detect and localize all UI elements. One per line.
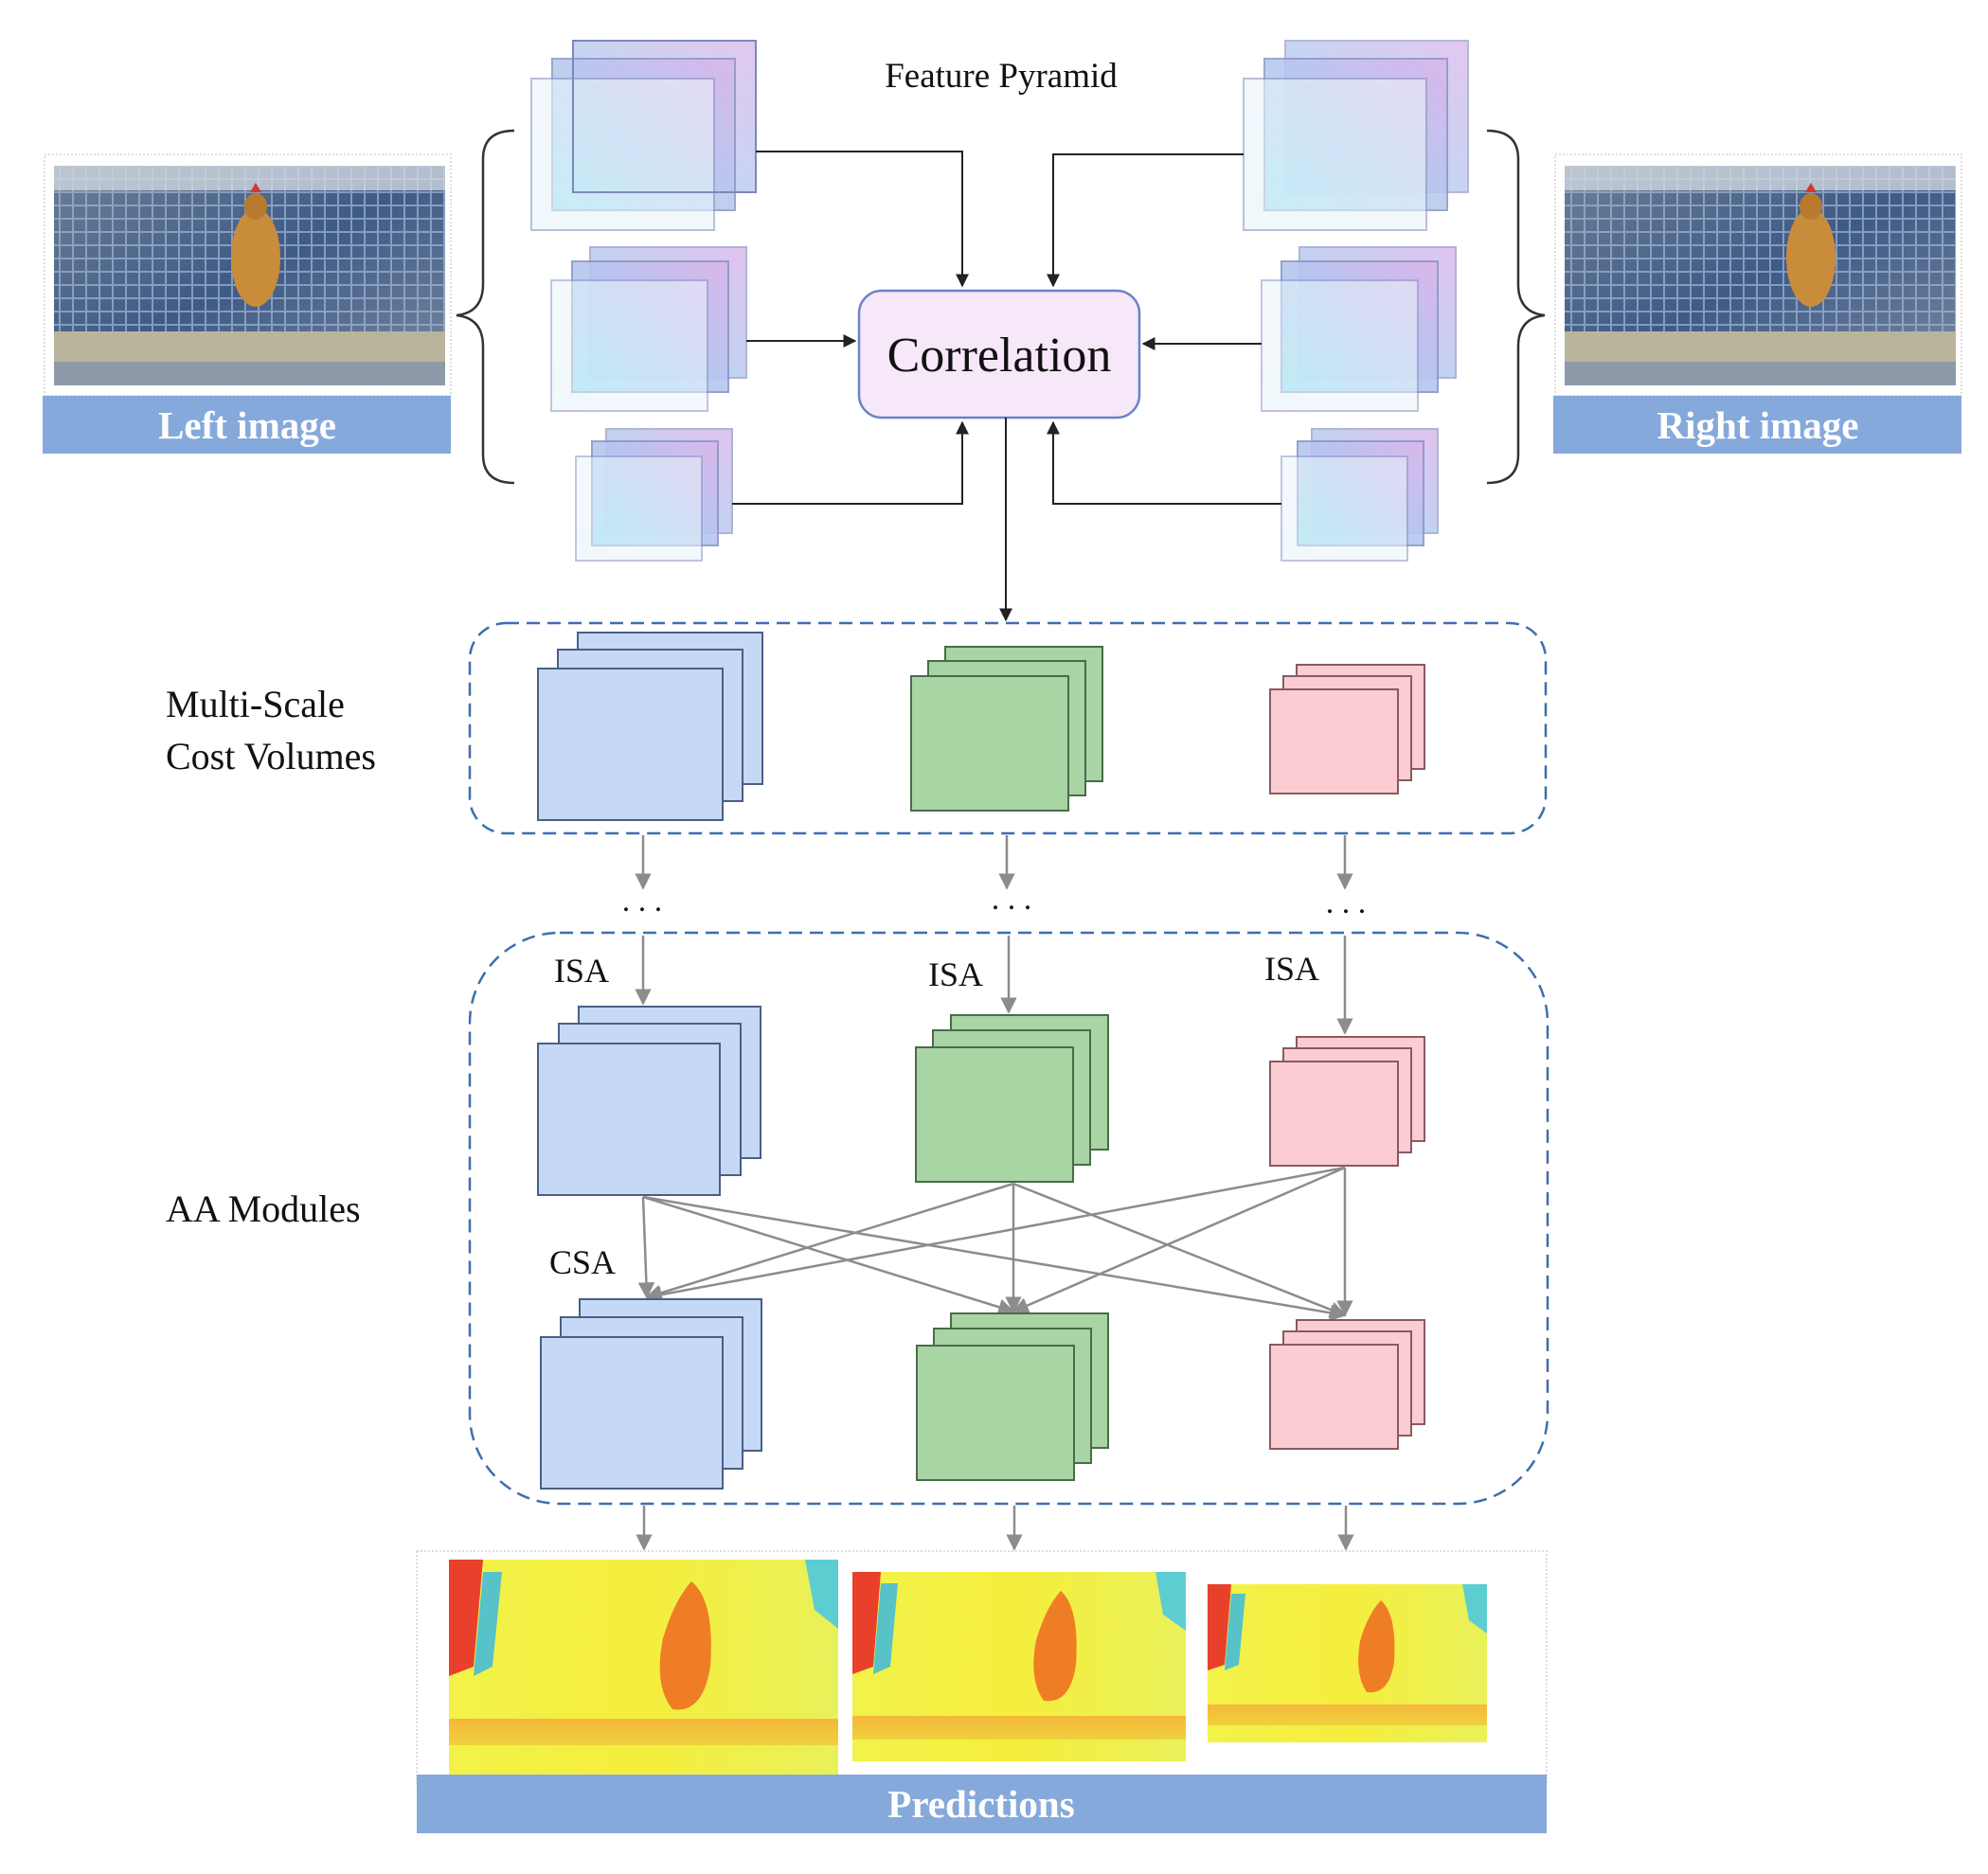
csa-volume-blue — [540, 1298, 762, 1490]
right-image-banner — [1553, 396, 1961, 454]
isa-label-pink: ISA — [1264, 950, 1319, 988]
predictions-banner — [417, 1775, 1547, 1833]
prediction-map-medium — [852, 1572, 1186, 1761]
right-feature-map-small — [1281, 428, 1439, 562]
cost-volumes-label-line1: Multi-Scale — [166, 683, 345, 725]
isa-label-green: ISA — [928, 955, 983, 993]
left-feature-map-medium — [550, 246, 747, 412]
csa-volume-green — [916, 1312, 1109, 1481]
isa-volume-green — [915, 1014, 1109, 1183]
cost-volume-green — [910, 646, 1103, 812]
cost-to-aa-arrows — [635, 835, 1353, 890]
ellipsis-pink: . . . — [1326, 885, 1367, 920]
right-image-label: Right image — [1657, 403, 1859, 447]
cost-volumes-dashed-frame — [468, 621, 1548, 835]
prediction-map-small — [1208, 1584, 1487, 1742]
correlation-label: Correlation — [887, 329, 1112, 383]
right-feature-map-medium — [1261, 246, 1457, 412]
correlation-block: Correlation — [857, 289, 1141, 419]
csa-label: CSA — [549, 1243, 616, 1281]
left-feature-map-large — [530, 40, 757, 231]
aa-to-prediction-arrows — [636, 1506, 1354, 1551]
aa-modules-label: AA Modules — [166, 1187, 361, 1230]
aa-modules-dashed-frame — [468, 931, 1549, 1506]
isa-volume-blue — [537, 1006, 761, 1196]
left-brace — [456, 129, 515, 485]
predictions-label: Predictions — [887, 1782, 1074, 1826]
csa-arrows — [637, 1166, 1353, 1322]
feature-pyramid-label: Feature Pyramid — [885, 57, 1118, 96]
isa-volume-pink — [1269, 1036, 1425, 1167]
cost-volume-pink — [1269, 664, 1425, 794]
left-feature-map-small — [575, 428, 733, 562]
left-photo — [54, 166, 445, 385]
ellipsis-green: . . . — [992, 882, 1032, 917]
pyramid-to-correlation-arrows — [732, 151, 1281, 622]
right-photo — [1565, 166, 1956, 385]
right-image-panel: Right image — [1553, 153, 1962, 454]
right-brace — [1486, 129, 1546, 485]
right-feature-map-large — [1243, 40, 1469, 231]
left-image-panel: Left image — [43, 153, 452, 454]
left-image-banner — [43, 396, 451, 454]
cost-volumes-label-line2: Cost Volumes — [166, 735, 376, 777]
isa-label-blue: ISA — [554, 952, 609, 990]
csa-volume-pink — [1269, 1319, 1425, 1450]
prediction-map-large — [449, 1560, 838, 1777]
left-image-label: Left image — [158, 403, 336, 447]
cost-volume-blue — [537, 632, 763, 821]
isa-arrows — [635, 936, 1353, 1035]
predictions-panel: Predictions — [416, 1550, 1548, 1833]
ellipsis-blue: . . . — [622, 883, 663, 919]
